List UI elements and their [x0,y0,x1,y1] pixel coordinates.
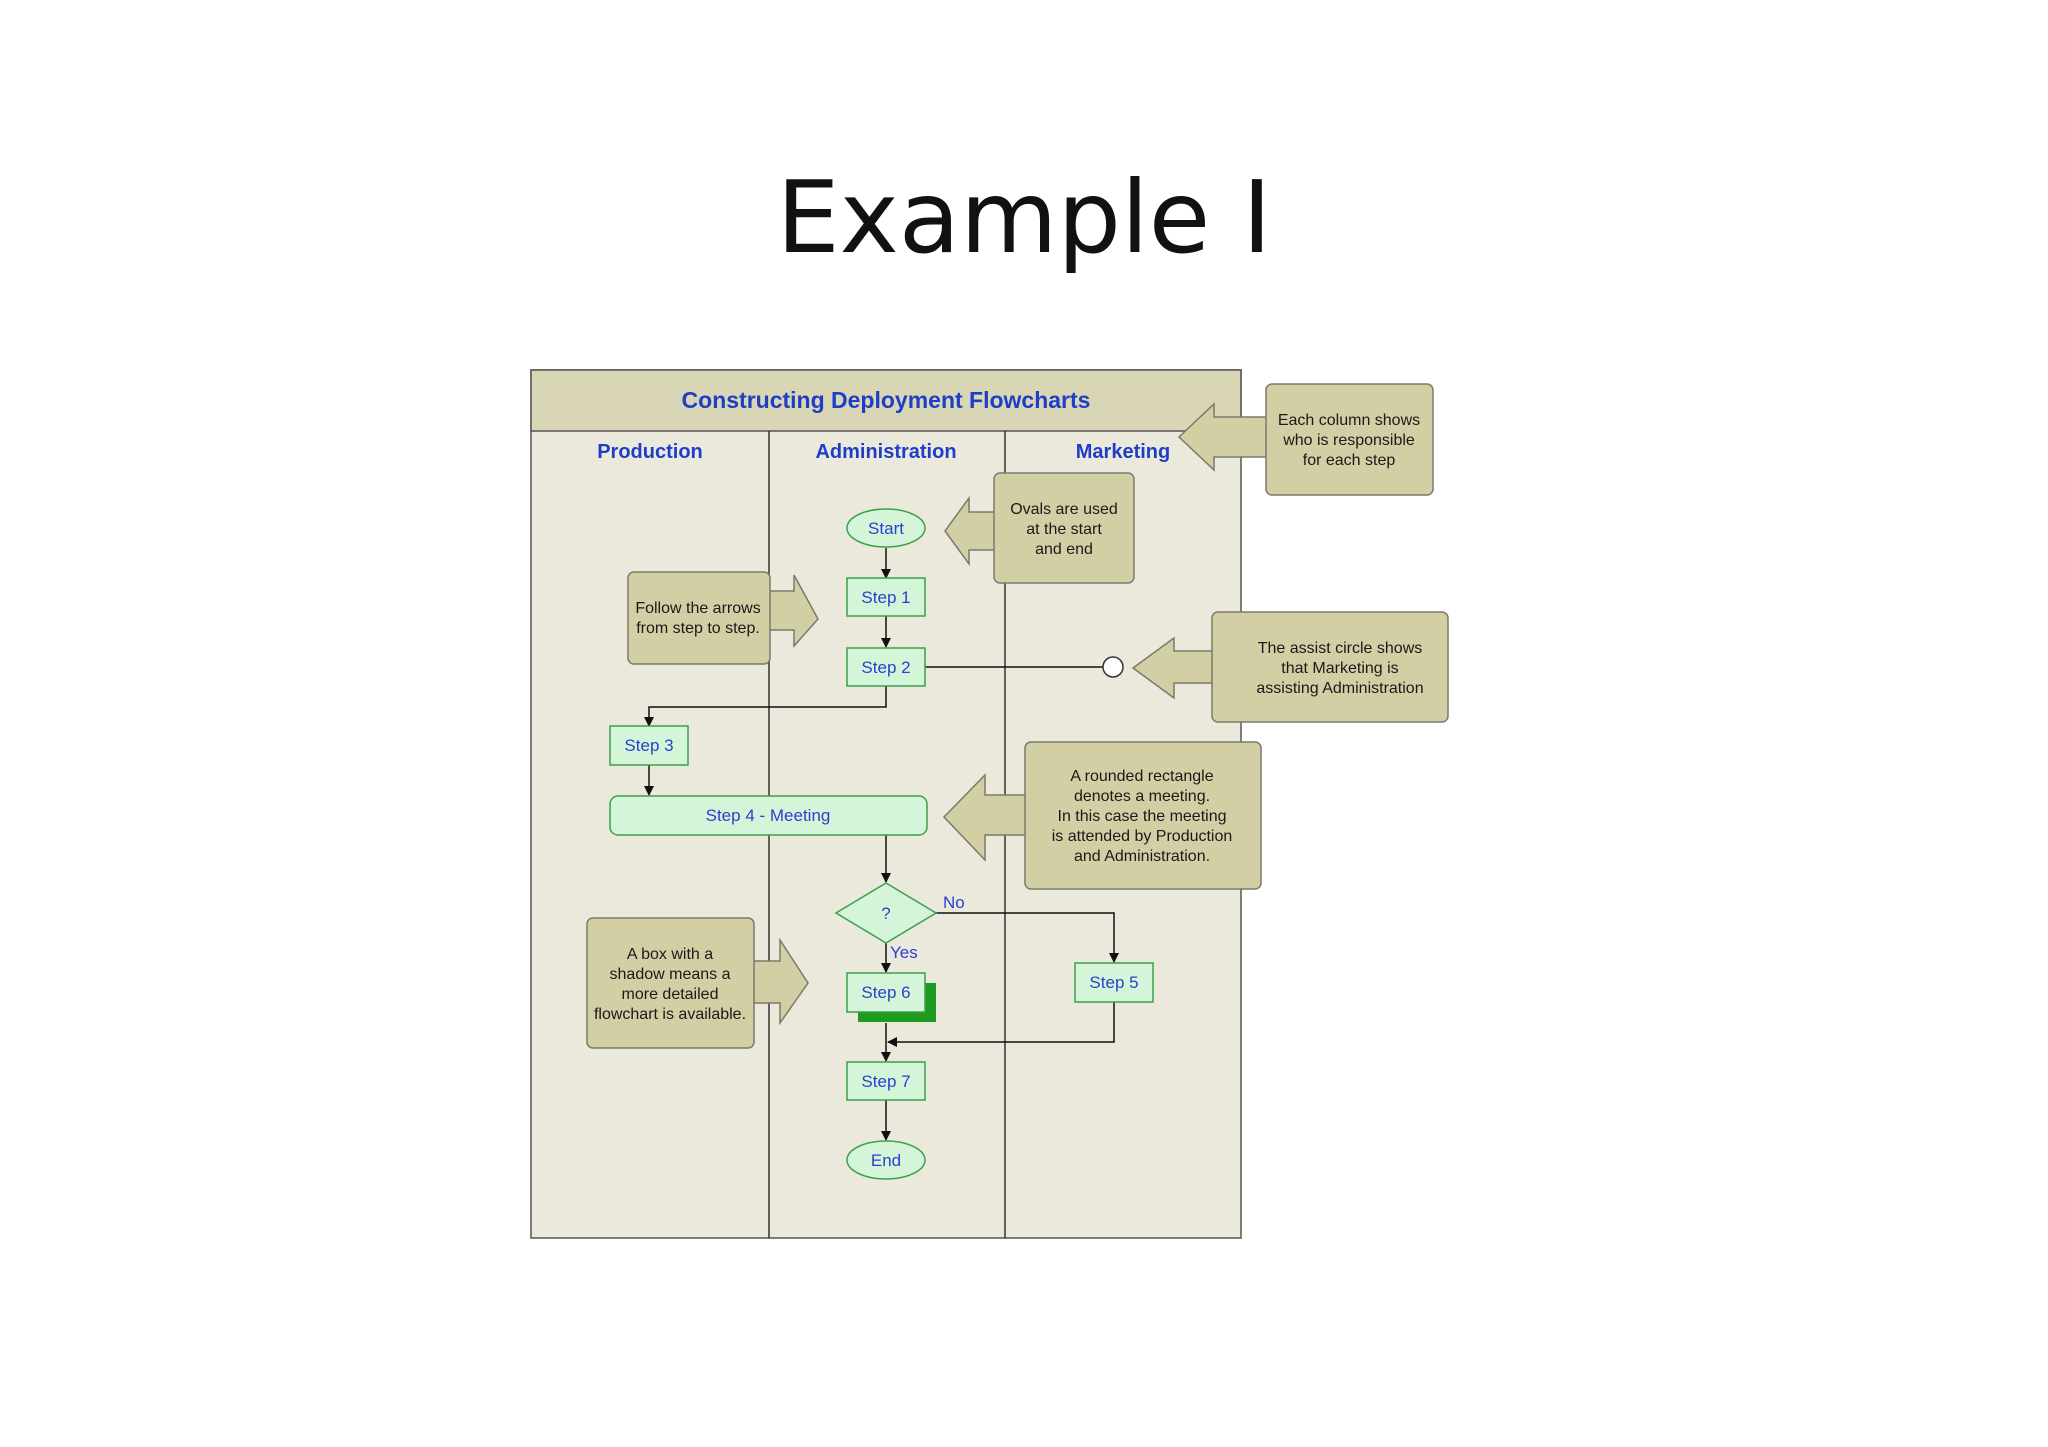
end-oval [846,1140,926,1180]
step6-label: Step 6 [861,983,910,1002]
callout-shadow-box [586,917,755,1049]
callout-meeting-arrow [942,773,1028,862]
lane-header-production: Production [597,441,703,463]
callout-meeting-line: A rounded rectangle [1070,768,1213,785]
callout-columns-arrow [1177,402,1269,472]
diagram-title: Constructing Deployment Flowcharts [682,387,1091,413]
step2-box [846,647,926,687]
slide-title: Example I [776,159,1272,276]
start-oval [846,508,926,548]
step6-box [846,972,926,1013]
callout-assist-arrow [1131,636,1215,700]
step1-label: Step 1 [861,588,910,607]
step7-box [846,1061,926,1101]
step3-box [609,725,689,766]
callout-shadow: A box with a shadow means a more detaile… [586,917,809,1049]
step2-label: Step 2 [861,658,910,677]
callout-columns: Each column shows who is responsible for… [1177,383,1434,496]
start-label: Start [868,519,904,538]
step4-meeting-label: Step 4 - Meeting [706,806,831,825]
callout-assist-line: that Marketing is [1281,660,1398,677]
callout-meeting: A rounded rectangle denotes a meeting. I… [942,741,1262,890]
callout-arrows-arrow [768,574,819,648]
callout-meeting-line: In this case the meeting [1058,808,1227,825]
callout-shadow-line: flowchart is available. [594,1006,746,1023]
node-step1: Step 1 [846,577,926,617]
edge-label-yes: Yes [890,943,918,962]
step3-label: Step 3 [624,736,673,755]
lane-header-administration: Administration [815,441,956,463]
edge-label-no: No [943,893,965,912]
header-bar [530,369,1242,432]
callout-shadow-arrow [751,937,809,1026]
node-step3: Step 3 [609,725,689,766]
node-decision: ? [834,882,938,944]
callout-shadow-line: more detailed [622,986,719,1003]
callout-arrows-line: Follow the arrows [635,600,760,617]
callout-assist: The assist circle shows that Marketing i… [1131,611,1449,723]
step5-label: Step 5 [1089,973,1138,992]
end-label: End [871,1151,901,1170]
callout-columns-box [1265,383,1434,496]
step7-label: Step 7 [861,1072,910,1091]
callout-columns-line: Each column shows [1278,412,1420,429]
callout-ovals-line: at the start [1026,521,1102,538]
lane-header-marketing: Marketing [1076,441,1170,463]
callout-assist-box [1211,611,1449,723]
node-end: End [846,1140,926,1180]
callout-ovals-box [993,472,1135,584]
node-step7: Step 7 [846,1061,926,1101]
callout-columns-line: for each step [1303,452,1396,469]
node-step2: Step 2 [846,647,926,687]
decision-label: ? [881,904,890,923]
arrow-step2-step3 [644,686,887,727]
callout-meeting-line: and Administration. [1074,848,1210,865]
callout-arrows-line: from step to step. [636,620,760,637]
arrow-step5-merge [887,1002,1115,1047]
callout-arrows-box [627,571,771,665]
callout-assist-line: The assist circle shows [1258,640,1423,657]
assist-circle [1102,656,1124,678]
decision-diamond [834,882,938,944]
callout-ovals-arrow [944,495,997,567]
node-step4-meeting: Step 4 - Meeting [609,795,928,836]
callout-ovals: Ovals are used at the start and end [944,472,1135,584]
callout-ovals-line: and end [1035,541,1093,558]
callout-ovals-line: Ovals are used [1010,501,1118,518]
callout-meeting-box [1024,741,1262,890]
callout-shadow-line: shadow means a [610,966,731,983]
step4-meeting-box [609,795,928,836]
callout-arrows: Follow the arrows from step to step. [627,571,819,665]
callout-assist-line: assisting Administration [1256,680,1423,697]
step1-box [846,577,926,617]
callout-meeting-line: denotes a meeting. [1074,788,1210,805]
step5-box [1074,962,1154,1003]
arrow-decision-step5 [936,912,1119,963]
callout-columns-line: who is responsible [1282,432,1415,449]
node-step5: Step 5 [1074,962,1154,1003]
connectors [644,548,1119,1141]
callout-shadow-line: A box with a [627,946,713,963]
node-start: Start [846,508,926,548]
node-step6: Step 6 [846,972,936,1022]
callout-meeting-line: is attended by Production [1052,828,1233,845]
